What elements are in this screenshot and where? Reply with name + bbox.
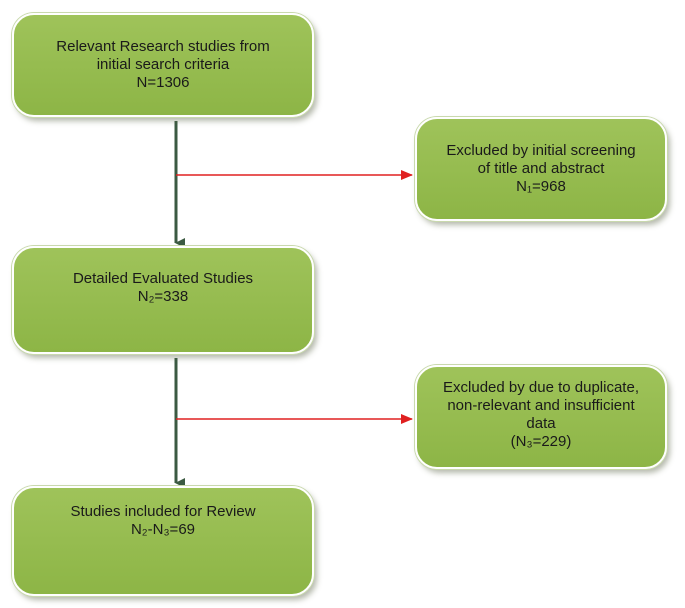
- search-results-box: Relevant Research studies from initial s…: [12, 13, 314, 117]
- box-text-line: of title and abstract: [477, 160, 605, 177]
- box-text-line: Excluded by due to duplicate,: [443, 379, 639, 396]
- box-text-line: Excluded by initial screening: [446, 142, 636, 159]
- excluded-screening-box: Excluded by initial screening of title a…: [415, 117, 667, 221]
- included-studies-box: Studies included for Review N₂-N₃=69: [12, 486, 314, 596]
- box-text-line: non-relevant and insufficient: [447, 397, 635, 414]
- box-text-line: data: [526, 415, 556, 432]
- box-count: N₂-N₃=69: [130, 521, 196, 538]
- box-text-line: Detailed Evaluated Studies: [72, 270, 254, 287]
- box-text-line: Relevant Research studies from: [56, 38, 270, 55]
- box-count: N₁=968: [516, 178, 566, 195]
- box-count: (N₃=229): [510, 433, 572, 450]
- box-text-line: Studies included for Review: [70, 503, 256, 520]
- excluded-duplicates-box: Excluded by due to duplicate, non-releva…: [415, 365, 667, 469]
- box-text-line: initial search criteria: [96, 56, 230, 73]
- evaluated-studies-box: Detailed Evaluated Studies N₂=338: [12, 246, 314, 354]
- box-count: N₂=338: [137, 288, 189, 305]
- box-count: N=1306: [136, 74, 190, 91]
